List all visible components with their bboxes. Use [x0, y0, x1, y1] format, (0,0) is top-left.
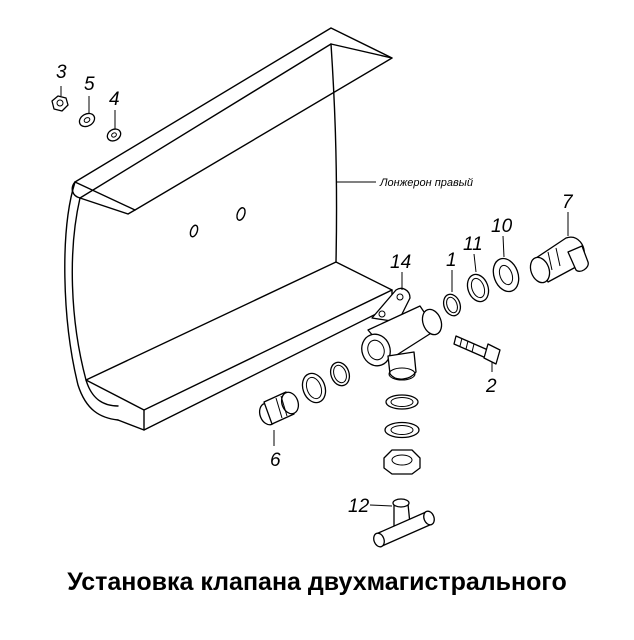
side-member-rail — [64, 27, 393, 431]
washer-lower-1 — [385, 394, 419, 410]
bolt-part-2 — [453, 335, 501, 372]
nut-part-3 — [51, 86, 69, 112]
label-part-12: 12 — [348, 496, 370, 517]
label-part-4: 4 — [109, 89, 120, 110]
o-ring-left — [301, 372, 327, 404]
valve-body-part-14 — [361, 272, 443, 381]
washer-part-5 — [78, 96, 96, 128]
tee-part-12 — [369, 498, 435, 548]
label-part-2: 2 — [485, 376, 497, 397]
sleeve-part-10 — [492, 235, 520, 293]
ring-part-1 — [442, 270, 462, 317]
side-member-label: Лонжерон правый — [379, 177, 473, 189]
o-ring-part-11 — [466, 253, 490, 303]
label-part-11: 11 — [463, 234, 483, 255]
label-part-10: 10 — [491, 216, 513, 237]
label-part-7: 7 — [562, 192, 574, 213]
spring-washer-part-4 — [106, 110, 122, 142]
diagram-caption: Установка клапана двухмагистрального — [67, 568, 567, 596]
washer-left — [329, 361, 351, 387]
nut-lower — [383, 449, 421, 475]
label-part-3: 3 — [56, 62, 67, 83]
label-part-5: 5 — [84, 74, 95, 95]
o-ring-lower — [384, 421, 420, 439]
elbow-fitting-part-7 — [529, 212, 589, 284]
label-part-6: 6 — [270, 450, 281, 471]
label-part-1: 1 — [446, 250, 457, 271]
label-part-14: 14 — [390, 252, 411, 273]
fitting-part-6 — [258, 391, 300, 446]
